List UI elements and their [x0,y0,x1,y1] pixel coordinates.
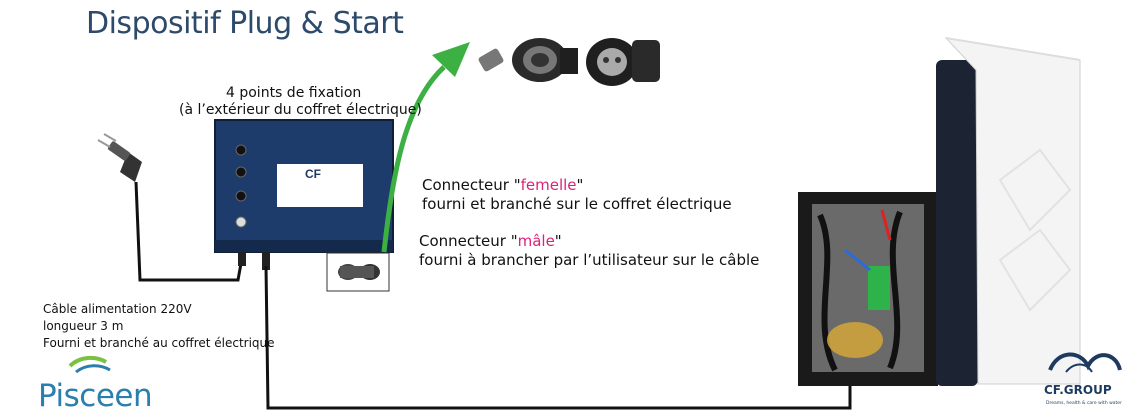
pisceen-logo: Pisceen [38,378,153,414]
male-prefix: Connecteur " [419,232,518,250]
femelle-word: femelle [520,176,577,194]
male-label: Connecteur "mâle" [419,232,562,250]
power-plug [97,133,142,182]
pisceen-icon [68,355,111,374]
cf-box-logo: CF [305,167,321,181]
fixation-label-1: 4 points de fixation [226,85,362,101]
cable-line-3: Fourni et branché au coffret électrique [43,336,275,350]
femelle-description: fourni et branché sur le coffret électri… [422,195,732,213]
cf-label-panel [277,164,363,207]
cfgroup-logo: CF.GROUP [1044,383,1112,397]
male-word: mâle [517,232,555,250]
fixation-label-2: (à l’extérieur du coffret électrique) [179,102,422,118]
femelle-label: Connecteur "femelle" [422,176,583,194]
cable-line-1: Câble alimentation 220V [43,302,192,316]
power-cable [134,181,244,282]
page-title: Dispositif Plug & Start [86,6,404,41]
femelle-prefix: Connecteur " [422,176,521,194]
cfgroup-tagline: Dreams, health & care with water [1046,401,1122,406]
output-cable [264,265,852,410]
electrical-box [214,119,394,270]
green-arrow [381,42,470,253]
pool-unit-photo [798,37,1081,386]
male-suffix: " [554,232,562,250]
connector-thumbnail [326,252,390,292]
cable-line-2: longueur 3 m [43,319,124,333]
cfgroup-icon [1048,352,1122,373]
femelle-suffix: " [576,176,584,194]
male-description: fourni à brancher par l’utilisateur sur … [419,251,760,269]
connectors-photo [478,38,660,86]
